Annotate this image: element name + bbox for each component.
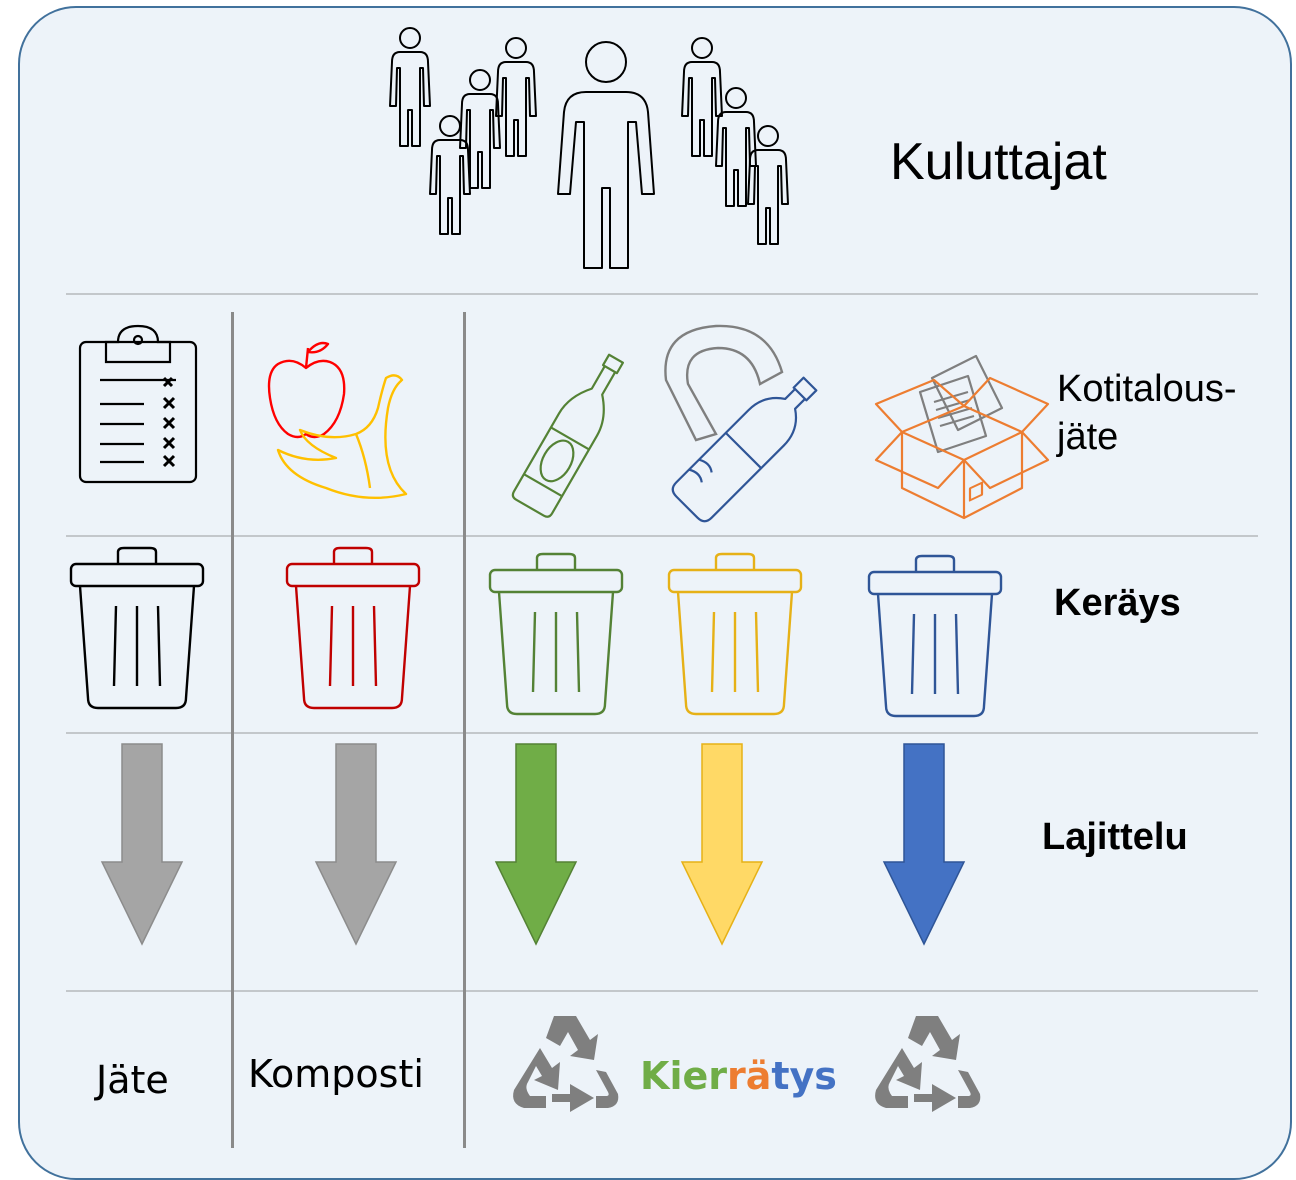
plastic-bottle-icon bbox=[671, 376, 818, 523]
clipboard-checklist-icon bbox=[78, 324, 198, 484]
people-group-icon bbox=[389, 27, 789, 269]
compost-label: Komposti bbox=[248, 1052, 424, 1096]
magnet-icon bbox=[664, 324, 784, 442]
trash-bin-plastic-icon bbox=[667, 552, 803, 716]
collection-label: Keräys bbox=[1054, 582, 1181, 624]
apple-banana-peel-icon bbox=[267, 341, 408, 500]
column-divider-1 bbox=[231, 312, 234, 1148]
trash-bin-paper-icon bbox=[867, 554, 1003, 718]
diagram-panel bbox=[18, 6, 1292, 1180]
arrow-down-glass bbox=[494, 743, 578, 946]
recycling-label-part: tys bbox=[771, 1054, 837, 1098]
arrow-down-bio bbox=[314, 743, 398, 946]
cardboard-box-paper-icon bbox=[874, 354, 1050, 520]
separator-collection bbox=[66, 732, 1258, 734]
arrow-down-mixed bbox=[100, 743, 184, 946]
household-waste-label: Kotitalous- jäte bbox=[1057, 368, 1237, 458]
glass-bottle-icon bbox=[511, 353, 625, 518]
separator-waste-types bbox=[66, 535, 1258, 537]
arrow-down-paper bbox=[882, 743, 966, 946]
sorting-label: Lajittelu bbox=[1042, 816, 1188, 858]
waste-label: Jäte bbox=[96, 1058, 169, 1102]
trash-bin-mixed-icon bbox=[69, 546, 205, 710]
separator-sorting bbox=[66, 990, 1258, 992]
trash-bin-glass-icon bbox=[488, 552, 624, 716]
separator-consumers bbox=[66, 293, 1258, 295]
arrow-down-plastic bbox=[680, 743, 764, 946]
consumers-label: Kuluttajat bbox=[890, 133, 1107, 191]
recycle-icon bbox=[513, 1016, 619, 1112]
recycling-label-part: Kier bbox=[640, 1054, 727, 1098]
recycling-label-part: rä bbox=[726, 1054, 772, 1098]
recycle-icon bbox=[875, 1016, 981, 1112]
recycling-label: Kierrätys bbox=[640, 1054, 837, 1098]
column-divider-2 bbox=[463, 312, 466, 1148]
trash-bin-bio-icon bbox=[285, 546, 421, 710]
